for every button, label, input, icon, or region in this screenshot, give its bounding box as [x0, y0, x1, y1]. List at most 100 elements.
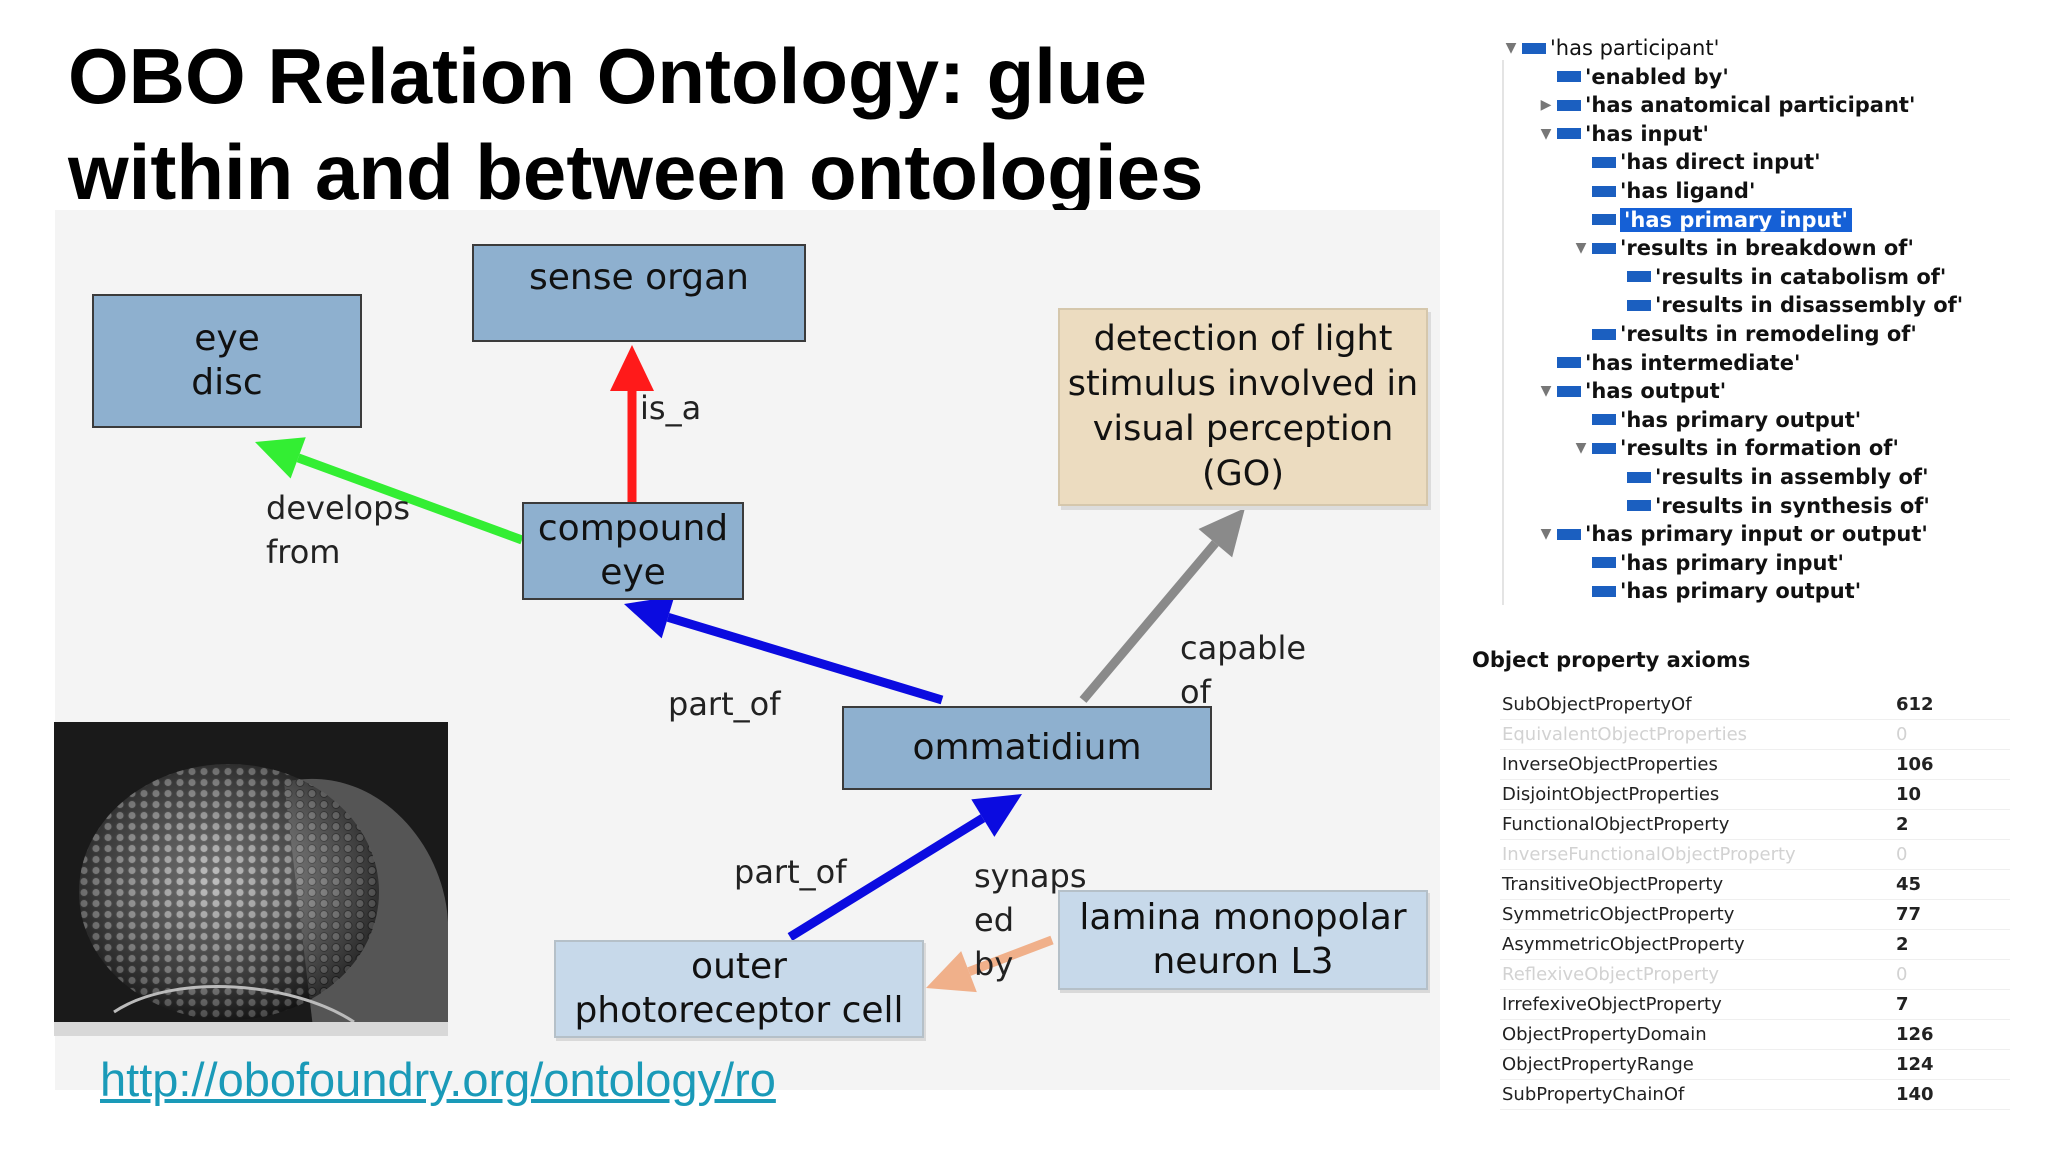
- edge-is-a-arrowhead: [610, 345, 654, 391]
- tree-guide-line: [1502, 60, 1504, 605]
- object-property-icon: [1627, 500, 1651, 512]
- axiom-name: ReflexiveObjectProperty: [1502, 964, 1720, 985]
- edge-label-part-of-ommatidium: part_of: [668, 685, 781, 723]
- edge-is-a: [610, 345, 654, 502]
- tree-item[interactable]: ▶'results in synthesis of': [1605, 492, 1930, 520]
- axiom-name: AsymmetricObjectProperty: [1502, 934, 1745, 955]
- tree-item[interactable]: ▼ 'results in breakdown of': [1570, 234, 1914, 262]
- axioms-title: Object property axioms: [1472, 648, 1751, 672]
- tree-item-label: 'results in synthesis of': [1655, 493, 1930, 518]
- object-property-icon: [1592, 442, 1616, 454]
- node-sense-organ-label: sense organ: [529, 257, 749, 298]
- expand-toggle-icon[interactable]: ▼: [1540, 526, 1552, 543]
- axiom-count: 106: [1896, 754, 1934, 775]
- axiom-count: 124: [1896, 1054, 1934, 1075]
- expand-toggle-icon[interactable]: ▼: [1540, 125, 1552, 142]
- tree-item-label: 'results in formation of': [1620, 436, 1899, 461]
- object-property-icon: [1592, 414, 1616, 426]
- node-eye-disc-label: eye disc: [191, 318, 263, 403]
- object-property-icon: [1627, 299, 1651, 311]
- tree-item[interactable]: ▼ 'results in formation of': [1570, 434, 1899, 462]
- edge-label-synapsed-by: synaps ed by: [974, 857, 1087, 983]
- tree-item[interactable]: ▶'has anatomical participant': [1535, 91, 1916, 119]
- collapse-toggle-icon[interactable]: ▶: [1540, 97, 1552, 114]
- object-property-icon: [1557, 528, 1581, 540]
- tree-item-label: 'has direct input': [1620, 150, 1821, 175]
- axiom-name: FunctionalObjectProperty: [1502, 814, 1730, 835]
- axiom-name: TransitiveObjectProperty: [1502, 874, 1724, 895]
- axiom-name: InverseObjectProperties: [1502, 754, 1718, 775]
- tree-item[interactable]: ▼'has primary input or output': [1535, 520, 1928, 548]
- tree-item-label: 'results in breakdown of': [1620, 236, 1914, 261]
- object-property-icon: [1557, 357, 1581, 369]
- edge-synapsed-by: [926, 935, 1054, 993]
- tree-item[interactable]: ▶'has ligand': [1570, 177, 1755, 205]
- ro-ontology-link[interactable]: http://obofoundry.org/ontology/ro: [100, 1053, 776, 1106]
- tree-item[interactable]: ▶'enabled by': [1535, 63, 1729, 91]
- axiom-row: TransitiveObjectProperty 45: [1500, 870, 2010, 900]
- object-property-icon: [1592, 585, 1616, 597]
- edge-label-part-of-photoreceptor: part_of: [734, 853, 847, 891]
- node-detection-of-light-go: detection of light stimulus involved in …: [1058, 308, 1428, 506]
- tree-item[interactable]: ▶'results in catabolism of': [1605, 263, 1946, 291]
- tree-item-label: 'results in remodeling of': [1620, 322, 1917, 346]
- edge-develops-from-line: [296, 453, 524, 545]
- axiom-name: EquivalentObjectProperties: [1502, 724, 1748, 745]
- compound-eye-photo: [54, 722, 448, 1036]
- node-compound-eye-label: compound eye: [537, 508, 729, 593]
- node-lamina-label: lamina monopolar neuron L3: [1079, 897, 1407, 982]
- expand-toggle-icon[interactable]: ▼: [1505, 40, 1517, 56]
- tree-item[interactable]: ▼'has input': [1535, 120, 1709, 148]
- axiom-name: DisjointObjectProperties: [1502, 784, 1720, 805]
- node-detection-label: detection of light stimulus involved in …: [1067, 319, 1419, 494]
- edge-part-of-photoreceptor-arrowhead: [971, 794, 1022, 837]
- tree-item-label: 'has participant': [1550, 36, 1720, 60]
- expand-toggle-icon[interactable]: ▼: [1540, 383, 1552, 400]
- tree-item[interactable]: ▶'has primary output': [1570, 577, 1861, 605]
- tree-item[interactable]: ▼ 'has participant': [1500, 34, 1720, 62]
- object-property-icon: [1557, 385, 1581, 397]
- compound-eye-photo-icon: [54, 722, 448, 1036]
- axiom-row: ReflexiveObjectProperty 0: [1500, 960, 2010, 990]
- node-sense-organ: sense organ: [472, 244, 806, 342]
- tree-item[interactable]: ▶'results in remodeling of': [1570, 320, 1917, 348]
- slide-title-line-1: OBO Relation Ontology: glue: [68, 32, 1147, 120]
- tree-item[interactable]: ▶'has primary output': [1570, 406, 1861, 434]
- edge-label-develops-from: develops from: [266, 489, 411, 571]
- node-outer-photoreceptor-label: outer photoreceptor cell: [574, 946, 904, 1031]
- object-property-icon: [1627, 471, 1651, 483]
- tree-item[interactable]: ▶'has direct input': [1570, 148, 1821, 176]
- expand-toggle-icon[interactable]: ▼: [1575, 240, 1587, 257]
- axiom-count: 0: [1896, 844, 1908, 865]
- edge-synapsed-by-line: [967, 935, 1054, 976]
- expand-toggle-icon[interactable]: ▼: [1575, 440, 1587, 457]
- object-property-icon: [1592, 557, 1616, 569]
- object-property-icon: [1522, 42, 1546, 54]
- edge-part-of-photoreceptor-line: [787, 814, 986, 941]
- tree-item[interactable]: ▶'results in assembly of': [1605, 463, 1929, 491]
- edge-synapsed-by-arrowhead: [926, 951, 977, 993]
- object-property-icon: [1627, 271, 1651, 283]
- tree-item[interactable]: ▶'has primary input': [1570, 549, 1844, 577]
- axiom-count: 45: [1896, 874, 1922, 895]
- object-property-icon: [1592, 214, 1616, 226]
- object-property-icon: [1557, 99, 1581, 111]
- tree-item[interactable]: ▶'results in disassembly of': [1605, 291, 1963, 319]
- node-lamina-monopolar-neuron: lamina monopolar neuron L3: [1058, 890, 1428, 990]
- axiom-name: ObjectPropertyDomain: [1502, 1024, 1707, 1045]
- tree-item-label: 'has output': [1585, 379, 1727, 404]
- tree-item-selected[interactable]: ▶'has primary input': [1570, 206, 1852, 234]
- tree-item[interactable]: ▶'has intermediate': [1535, 349, 1800, 377]
- edge-develops-from: [255, 437, 524, 545]
- slide-title-line-2: within and between ontologies: [68, 128, 1204, 216]
- tree-item[interactable]: ▼ 'has output': [1535, 377, 1727, 405]
- axiom-count: 0: [1896, 964, 1908, 985]
- node-compound-eye: compound eye: [522, 502, 744, 600]
